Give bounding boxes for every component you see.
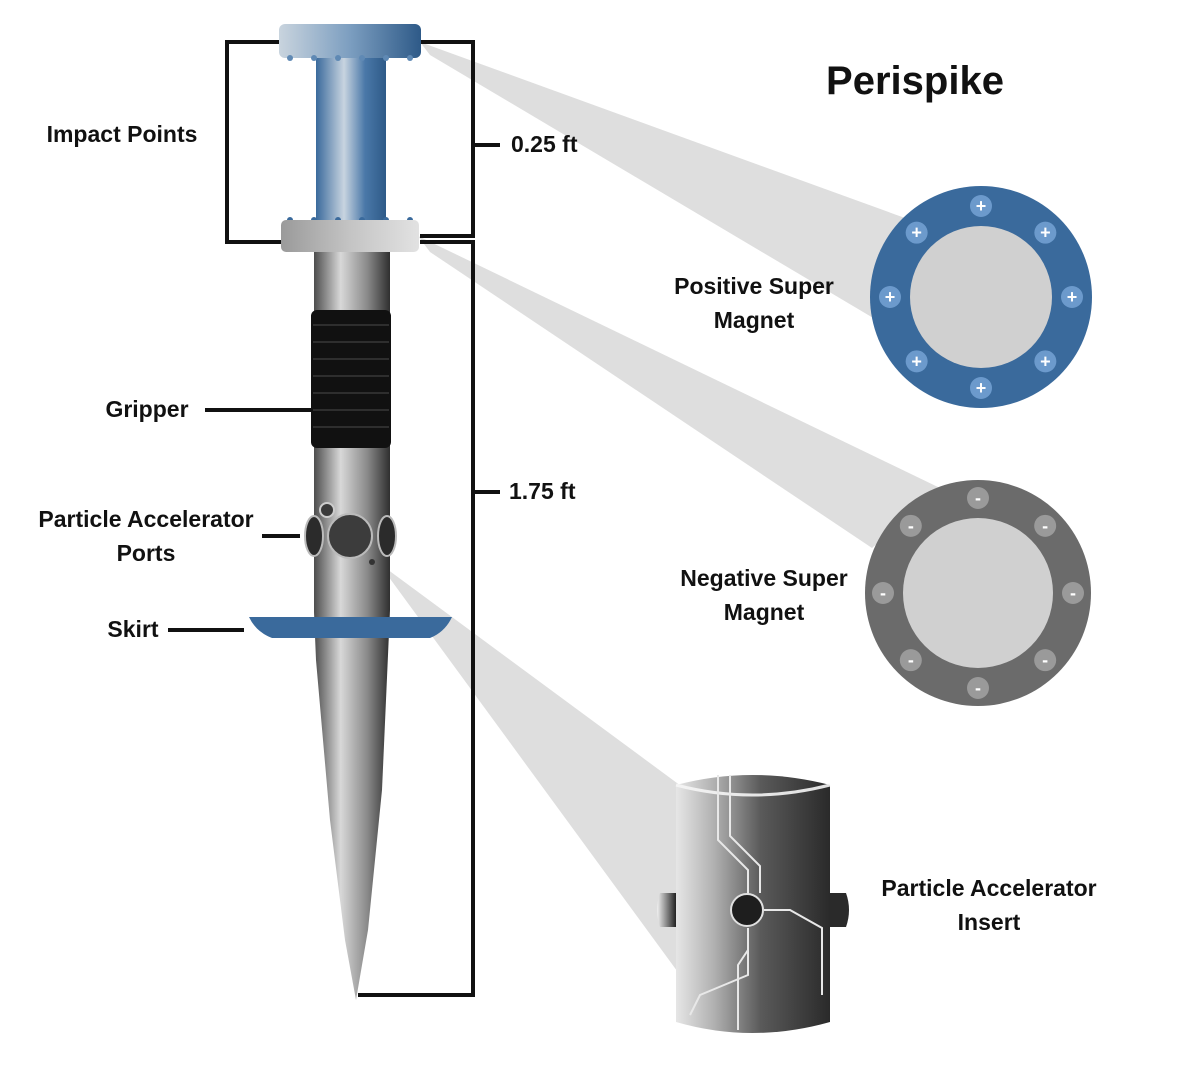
- skirt: [249, 617, 452, 638]
- page-title: Perispike: [826, 59, 1004, 103]
- positive-magnet-bolt-symbol: +: [976, 378, 987, 398]
- positive-magnet-bolts: + + + + + + + +: [879, 195, 1083, 399]
- middle-impact-cap: [281, 220, 419, 252]
- negative-magnet-bolt-symbol: -: [1042, 650, 1048, 670]
- label-lower-dimension: 1.75 ft: [509, 478, 576, 504]
- impact-shaft: [316, 55, 386, 225]
- positive-magnet-bolt-symbol: +: [1040, 351, 1051, 371]
- negative-magnet-bolt: [967, 677, 989, 699]
- label-insert-line1: Particle Accelerator: [881, 875, 1096, 901]
- positive-magnet-bolt: [1034, 221, 1057, 244]
- positive-magnet-core: [910, 226, 1052, 368]
- insert-knob-left: [657, 893, 676, 927]
- negative-magnet-bolt: [899, 649, 922, 672]
- negative-magnet-bolt: [1034, 514, 1057, 537]
- negative-magnet-core: [903, 518, 1053, 668]
- negative-magnet-bolt-symbol: -: [975, 678, 981, 698]
- negative-magnet-bolt-symbol: -: [975, 488, 981, 508]
- gripper: [311, 310, 391, 448]
- positive-magnet-bolt: [1034, 350, 1057, 373]
- positive-magnet-bolt-symbol: +: [911, 223, 922, 243]
- label-negative-magnet-line1: Negative Super: [680, 565, 847, 591]
- particle-accelerator-insert: [657, 775, 849, 1033]
- negative-magnet-bolt: [872, 582, 894, 604]
- bracket-impact-points: [225, 40, 282, 244]
- gripper-ridges: [313, 324, 389, 428]
- label-insert-line2: Insert: [958, 909, 1021, 935]
- label-gripper: Gripper: [105, 396, 188, 422]
- positive-magnet-bolt: [905, 221, 928, 244]
- projection-beams: [372, 42, 940, 975]
- positive-magnet-bolt: [879, 286, 901, 308]
- port-left: [304, 515, 324, 557]
- label-pa-ports-line1: Particle Accelerator: [38, 506, 253, 532]
- insert-top-rim: [675, 783, 831, 797]
- positive-magnet-bolt: [905, 350, 928, 373]
- insert-circuit-traces: [689, 775, 823, 1030]
- positive-super-magnet: + + + + + + + +: [870, 186, 1092, 408]
- beam-positive-magnet: [420, 42, 905, 322]
- label-skirt: Skirt: [107, 616, 158, 642]
- label-negative-magnet-line2: Magnet: [724, 599, 805, 625]
- perispike-spike: [249, 24, 452, 1000]
- top-cap-bolts: [287, 55, 413, 61]
- negative-magnet-bolt: [1034, 649, 1057, 672]
- labels: Perispike Impact Points 0.25 ft Gripper …: [38, 59, 1096, 935]
- negative-magnet-bolts: - - - - - - - -: [872, 487, 1084, 699]
- label-positive-magnet-line2: Magnet: [714, 307, 795, 333]
- port-main: [327, 513, 373, 559]
- insert-core-port: [730, 893, 764, 927]
- negative-magnet-bolt-symbol: -: [1070, 583, 1076, 603]
- positive-magnet-bolt-symbol: +: [1067, 287, 1078, 307]
- negative-magnet-bolt-symbol: -: [908, 516, 914, 536]
- label-impact-points: Impact Points: [47, 121, 198, 147]
- positive-magnet-bolt-symbol: +: [911, 351, 922, 371]
- positive-magnet-bolt-symbol: +: [976, 196, 987, 216]
- positive-magnet-bolt: [970, 377, 992, 399]
- port-right: [377, 515, 397, 557]
- negative-super-magnet: - - - - - - - -: [865, 480, 1091, 706]
- positive-magnet-bolt-symbol: +: [885, 287, 896, 307]
- positive-magnet-bolt: [1061, 286, 1083, 308]
- top-impact-cap: [279, 24, 421, 58]
- positive-magnet-bolt: [970, 195, 992, 217]
- insert-knob-right: [828, 893, 849, 927]
- negative-magnet-bolt-symbol: -: [908, 650, 914, 670]
- beam-negative-magnet: [418, 236, 940, 548]
- dimension-brackets: [168, 40, 500, 997]
- port-small-lower: [369, 559, 375, 565]
- label-pa-ports-line2: Ports: [117, 540, 176, 566]
- negative-magnet-bolt: [1062, 582, 1084, 604]
- port-small-upper: [319, 502, 335, 518]
- bracket-upper-dimension: [420, 40, 475, 238]
- positive-magnet-bolt-symbol: +: [1040, 223, 1051, 243]
- negative-magnet-bolt-symbol: -: [1042, 516, 1048, 536]
- negative-magnet-bolt: [899, 514, 922, 537]
- negative-magnet-bolt: [967, 487, 989, 509]
- label-upper-dimension: 0.25 ft: [511, 131, 578, 157]
- beam-insert: [372, 558, 700, 975]
- bracket-lower-dimension: [358, 240, 475, 997]
- label-positive-magnet-line1: Positive Super: [674, 273, 834, 299]
- particle-accelerator-ports: [304, 502, 397, 565]
- negative-magnet-bolt-symbol: -: [880, 583, 886, 603]
